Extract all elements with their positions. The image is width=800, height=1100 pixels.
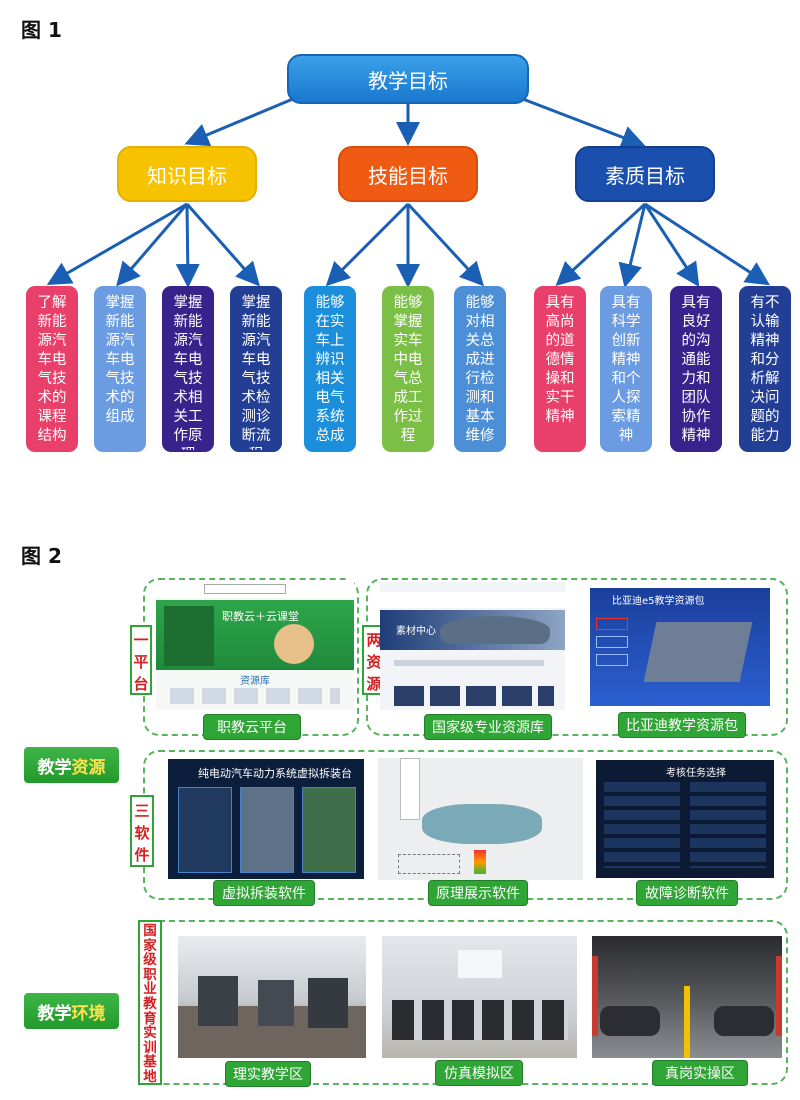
arrow-root-to-quality: [514, 94, 646, 149]
section-teaching-resources: 教学资源: [24, 747, 119, 783]
caption-principle-display: 原理展示软件: [428, 880, 528, 906]
photo-real-post-area: [592, 936, 782, 1058]
category-skill-goals: 技能目标: [338, 146, 478, 202]
screenshot-zhijiaoyun: 职教云＋云课堂 资源库: [156, 580, 354, 710]
screenshot-national-library: 素材中心: [380, 582, 565, 710]
screenshot-principle-display: [378, 758, 583, 880]
leaf-knowledge-4: 掌握新能源汽车电气技术检测诊断流程: [230, 286, 282, 452]
caption-fault-diagnosis: 故障诊断软件: [636, 880, 738, 906]
arrow-skill-to-leaf-1: [325, 202, 410, 287]
leaf-quality-2: 具有科学创新精神和个人探索精神: [600, 286, 652, 452]
arrow-knowledge-to-leaf-1: [46, 202, 188, 286]
label-one-platform: 一平台: [130, 625, 152, 695]
arrow-knowledge-to-leaf-4: [185, 203, 260, 287]
zhijiaoyun-library-text: 资源库: [240, 676, 270, 687]
category-quality-goals: 素质目标: [575, 146, 715, 202]
figure1-label: 图 1: [21, 18, 62, 42]
screenshot-virtual-disassembly: 纯电动汽车动力系统虚拟拆装台: [168, 759, 364, 879]
photo-simulation-area: [382, 936, 577, 1058]
screenshot-fault-diagnosis: 考核任务选择: [596, 760, 774, 878]
arrow-knowledge-to-leaf-3: [175, 203, 200, 288]
leaf-skill-3: 能够对相关总成进行检测和基本维修: [454, 286, 506, 452]
arrow-quality-to-leaf-1: [555, 202, 647, 287]
virtual-title-text: 纯电动汽车动力系统虚拟拆装台: [198, 767, 352, 780]
arrow-quality-to-leaf-3: [643, 203, 700, 288]
section-teaching-environment: 教学环境: [24, 993, 119, 1029]
leaf-knowledge-2: 掌握新能源汽车电气技术的组成: [94, 286, 146, 452]
figure1-arrows: [46, 94, 771, 288]
arrow-quality-to-leaf-2: [618, 203, 647, 288]
leaf-skill-2: 能够掌握实车中电气总成工作过程: [382, 286, 434, 452]
leaf-quality-1: 具有高尚的道德情操和实干精神: [534, 286, 586, 452]
caption-zhijiaoyun: 职教云平台: [203, 714, 301, 740]
leaf-knowledge-1: 了解新能源汽车电气技术的课程结构: [26, 286, 78, 452]
section-resources-highlight: 资源: [71, 757, 106, 778]
section-environment-prefix: 教学: [37, 1003, 72, 1024]
label-three-software: 三软件: [130, 795, 154, 867]
photo-practice-area: [178, 936, 366, 1058]
zhijiaoyun-logo-text: 职教云＋云课堂: [222, 610, 299, 623]
arrow-root-to-knowledge: [184, 94, 301, 147]
leaf-knowledge-3: 掌握新能源汽车电气技术相关工作原理: [162, 286, 214, 452]
leaf-skill-1: 能够在实车上辨识相关电气系统总成: [304, 286, 356, 452]
section-resources-prefix: 教学: [37, 757, 72, 778]
caption-virtual-disassembly: 虚拟拆装软件: [213, 880, 315, 906]
caption-real-post-area: 真岗实操区: [652, 1060, 748, 1086]
caption-national-library: 国家级专业资源库: [424, 714, 552, 740]
caption-practice-area: 理实教学区: [225, 1061, 311, 1087]
national-center-text: 素材中心: [396, 626, 436, 637]
section-environment-highlight: 环境: [71, 1003, 106, 1024]
category-knowledge-goals: 知识目标: [117, 146, 257, 202]
figure2-label: 图 2: [21, 544, 62, 568]
arrow-quality-to-leaf-4: [644, 202, 771, 286]
label-national-base: 国家级职业教育实训基地: [138, 920, 162, 1085]
byd-title-text: 比亚迪e5教学资源包: [612, 596, 705, 607]
screenshot-byd-package: 比亚迪e5教学资源包: [590, 588, 770, 706]
root-node-teaching-goals: 教学目标: [287, 54, 529, 104]
arrow-knowledge-to-leaf-2: [116, 203, 189, 287]
arrow-skill-to-leaf-3: [406, 202, 485, 287]
fault-title-text: 考核任务选择: [666, 768, 726, 779]
leaf-quality-4: 有不认输精神和分析解决问题的能力: [739, 286, 791, 452]
caption-simulation-area: 仿真模拟区: [435, 1060, 523, 1086]
caption-byd-package: 比亚迪教学资源包: [618, 712, 746, 738]
leaf-quality-3: 具有良好的沟通能力和团队协作精神: [670, 286, 722, 452]
